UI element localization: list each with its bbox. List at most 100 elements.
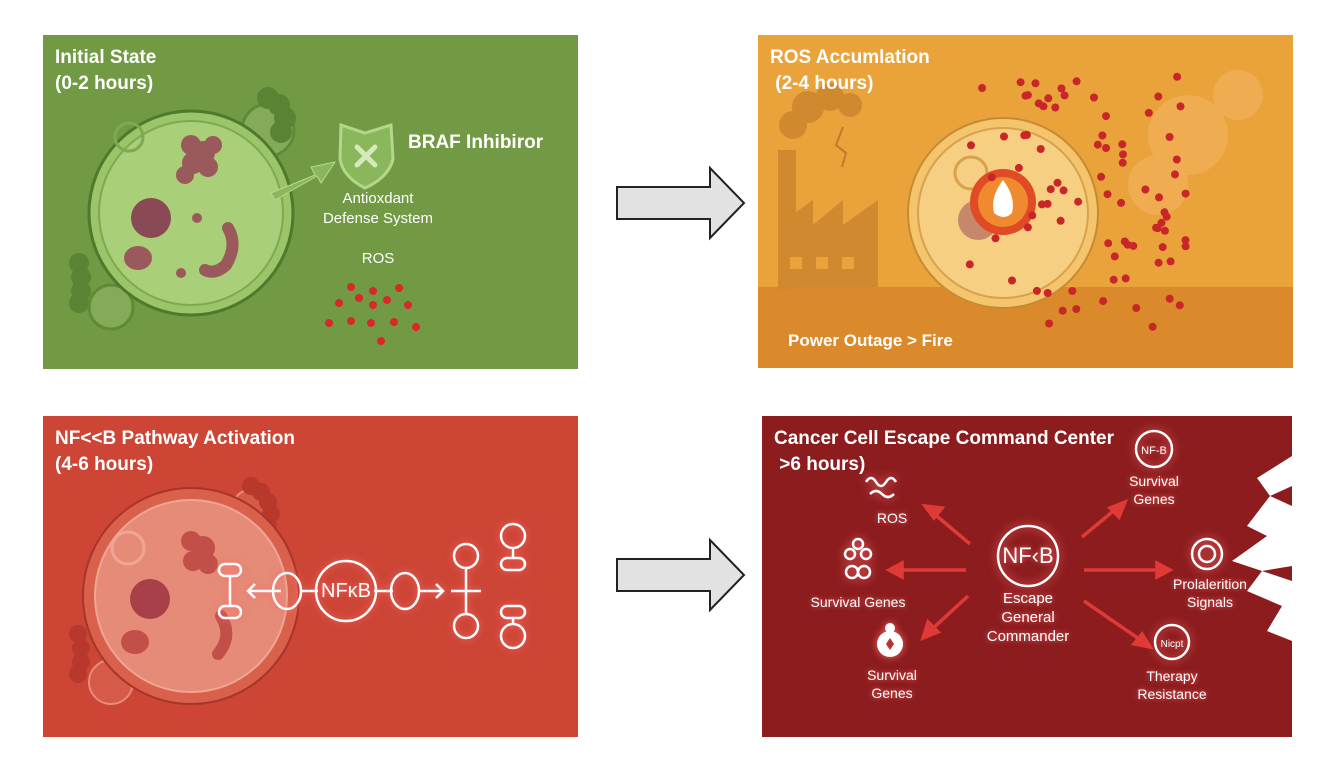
ros-particle xyxy=(1154,92,1163,101)
ros-particle xyxy=(1103,190,1112,199)
ros-particle xyxy=(1121,274,1130,283)
ros-particle xyxy=(1171,170,1179,179)
stage-4-title: Cancer Cell Escape Command Center >6 hou… xyxy=(774,426,1114,478)
ros-particle xyxy=(1016,78,1025,87)
ros-particle xyxy=(1044,94,1053,103)
ros-particle xyxy=(1058,306,1067,315)
ros-particle xyxy=(1059,186,1068,195)
antioxidant-label-2: Defense System xyxy=(322,210,434,227)
survival-genes-bottom-icon xyxy=(877,623,903,657)
stage-title: Initial State xyxy=(55,47,157,68)
therapy-resistance-label-2: Resistance xyxy=(1137,686,1207,702)
antioxidant-label-1: Antioxdant xyxy=(342,190,414,207)
nfkb-pathway-diagram xyxy=(217,522,527,650)
ros-particle xyxy=(1141,185,1150,194)
ros-particle xyxy=(965,260,974,269)
nfkb-hub-label: NFκB xyxy=(321,580,371,602)
stage-4-panel: Cancer Cell Escape Command Center >6 hou… xyxy=(762,416,1292,737)
nfkb-hub-icon xyxy=(996,524,1060,588)
stage-3-title: NF<<B Pathway Activation (4-6 hours) xyxy=(55,426,295,478)
ros-particle xyxy=(1165,294,1174,303)
ros-particle xyxy=(1158,243,1167,252)
ros-particle xyxy=(1039,102,1048,111)
stage-title: Cancer Cell Escape Command Center xyxy=(774,428,1115,449)
survival-genes-top-label-2: Genes xyxy=(1133,491,1175,507)
survival-genes-icon xyxy=(843,537,873,580)
ros-particle xyxy=(1166,257,1175,266)
ros-particle xyxy=(1117,198,1126,207)
lightning-icon xyxy=(834,126,848,168)
cell-icon xyxy=(87,109,295,317)
ros-label: ROS xyxy=(361,250,395,267)
ros-particle xyxy=(1090,93,1098,102)
ros-particle xyxy=(1175,301,1184,310)
ros-particle xyxy=(1098,131,1107,140)
stage-1-panel: Initial State (0-2 hours) BRAF Inhibiror… xyxy=(43,35,578,369)
ros-particle xyxy=(1120,237,1129,246)
right-arrow-icon xyxy=(616,537,746,613)
ros-particle xyxy=(1162,212,1171,221)
braf-inhibitor-label: BRAF Inhibiror xyxy=(408,132,544,153)
ros-particle xyxy=(1072,77,1081,86)
ros-particle xyxy=(1118,140,1127,149)
ros-particle xyxy=(1023,91,1032,100)
proliferation-icon xyxy=(1190,537,1224,571)
ros-particle xyxy=(1032,286,1041,295)
hub-caption-1: Escape xyxy=(1002,590,1054,607)
stage-timeframe: >6 hours) xyxy=(774,454,866,475)
power-outage-caption: Power Outage > Fire xyxy=(788,331,953,350)
stage-1-title: Initial State (0-2 hours) xyxy=(55,45,156,97)
ros-particle xyxy=(1181,242,1190,251)
ros-particle xyxy=(1102,144,1110,152)
ros-particle xyxy=(1056,216,1065,225)
ros-particle xyxy=(1036,145,1045,153)
ros-particle xyxy=(1160,226,1169,235)
ros-particle xyxy=(1031,79,1040,88)
ros-particle xyxy=(1132,304,1141,312)
stage-timeframe: (0-2 hours) xyxy=(55,73,154,94)
ros-particle xyxy=(978,84,987,92)
therapy-icon-label: Nicpt xyxy=(1160,639,1184,650)
right-arrow-icon xyxy=(616,165,746,241)
stage-timeframe: (2-4 hours) xyxy=(770,73,874,94)
survival-genes-bottom-label-1: Survival xyxy=(867,667,917,683)
ros-particle xyxy=(1099,297,1108,306)
survival-genes-top-label-1: Survival xyxy=(1129,473,1179,489)
ros-particles xyxy=(965,72,1190,331)
ros-icon xyxy=(864,476,898,499)
hub-caption-2: General xyxy=(1001,609,1055,626)
mitochondria-chain-icon xyxy=(69,87,296,313)
ros-particle xyxy=(1157,218,1166,227)
ros-particle xyxy=(987,173,996,182)
stage-timeframe: (4-6 hours) xyxy=(55,454,154,475)
ros-particle xyxy=(1165,133,1174,141)
stage-3-panel: NF<<B Pathway Activation (4-6 hours) NFκ… xyxy=(43,416,578,737)
ros-particle xyxy=(1053,178,1062,187)
ros-particle xyxy=(1074,197,1083,206)
ros-particle xyxy=(1109,275,1118,284)
ros-particle xyxy=(1102,112,1110,121)
ros-particle xyxy=(1119,150,1127,159)
ros-particle xyxy=(1176,102,1185,111)
ros-particle xyxy=(1181,236,1190,245)
ros-particle xyxy=(1000,132,1008,141)
vesicle-icon xyxy=(87,283,135,331)
ros-particle xyxy=(1068,287,1077,295)
ros-particle xyxy=(1104,239,1113,248)
stage-title: ROS Accumlation xyxy=(770,47,930,68)
ros-particle xyxy=(1093,140,1102,149)
stage-2-illustration xyxy=(758,70,1293,368)
ros-particle xyxy=(1097,172,1106,181)
ros-particle xyxy=(1014,163,1023,172)
ros-node-label: ROS xyxy=(876,510,908,526)
fire-icon xyxy=(970,169,1036,235)
therapy-resistance-label-1: Therapy xyxy=(1146,668,1198,684)
ros-particle xyxy=(1037,200,1046,209)
ros-particle xyxy=(1154,258,1163,267)
ros-particle xyxy=(991,234,1000,243)
therapy-resistance-icon xyxy=(1153,623,1191,661)
nfkb-hub-label: NF‹B xyxy=(1002,543,1054,568)
nfkb-survival-icon xyxy=(1134,429,1174,469)
ros-particle xyxy=(1023,223,1032,232)
stage-4-illustration xyxy=(843,429,1292,661)
